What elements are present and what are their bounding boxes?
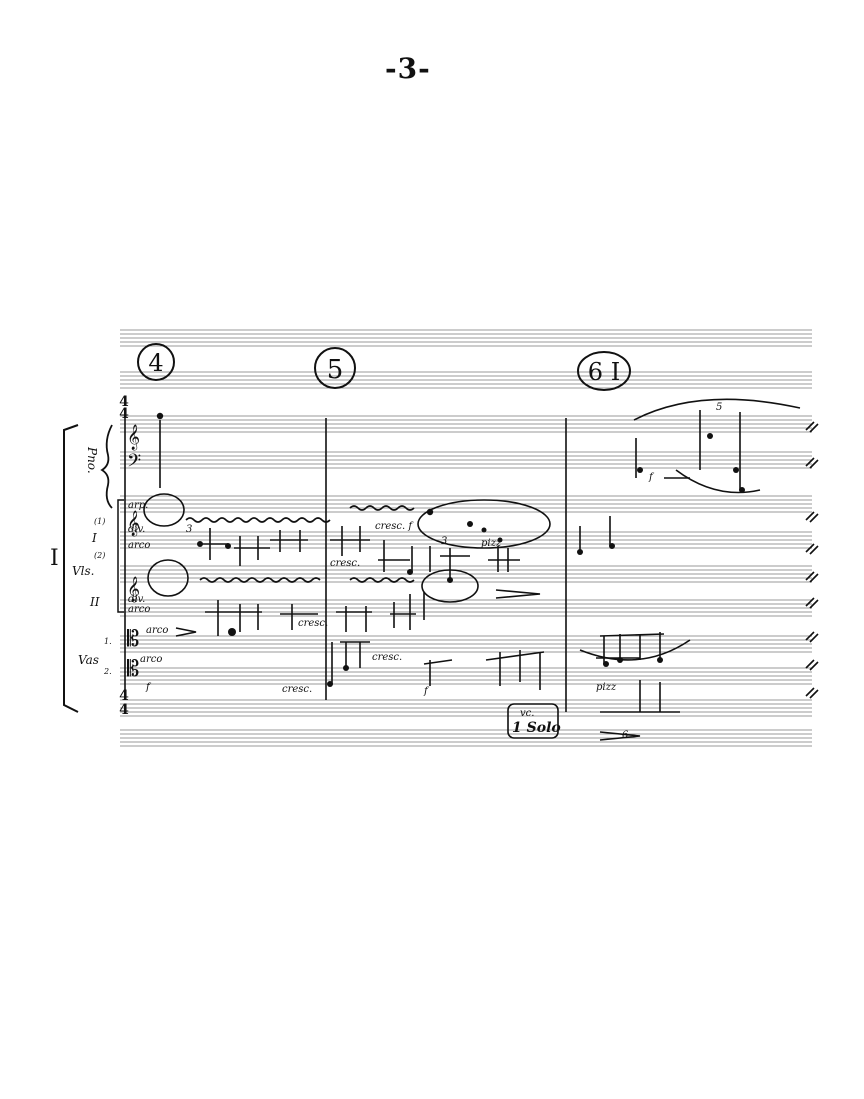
label-viola-1: 1. xyxy=(104,637,112,646)
dir-cresc-3: cresc. xyxy=(330,558,360,569)
tuplet-5: 5 xyxy=(716,402,722,413)
trill-line-2 xyxy=(349,505,415,511)
hairpin-1 xyxy=(175,627,197,637)
rehearsal-mark-6: 6 I xyxy=(577,351,631,391)
trill-line-4 xyxy=(349,577,415,583)
dir-div-2: div. xyxy=(128,594,145,605)
dir-vc: vc. xyxy=(520,708,534,719)
treble-clef-icon: 𝄞 xyxy=(127,424,140,450)
circled-chord-1 xyxy=(143,493,185,527)
piano-brace xyxy=(100,424,113,509)
alto-clef-icon: 𝄡 xyxy=(127,657,139,682)
dir-arco-2: arco xyxy=(128,604,150,615)
time-sig-bottom-lower: 4 xyxy=(119,702,129,718)
hairpin-3 xyxy=(599,731,641,741)
label-violin-1: I xyxy=(91,531,97,545)
label-violins: Vls. xyxy=(72,564,94,578)
rehearsal-mark-6-text: 6 I xyxy=(588,358,620,386)
label-section: I xyxy=(50,546,59,571)
rehearsal-mark-5: 5 xyxy=(314,347,356,389)
dir-f-3: f xyxy=(648,472,655,483)
barlines xyxy=(124,418,567,712)
dir-cresc-4: cresc. xyxy=(372,652,402,663)
time-sig-top-upper: 4 xyxy=(119,394,129,410)
bass-clef-icon: 𝄢 xyxy=(127,451,141,476)
dir-arp: arp. xyxy=(128,500,148,511)
dir-pizz-1: pizz xyxy=(481,538,502,549)
tuplet-3-b: 3 xyxy=(186,524,192,535)
time-sig-bottom-upper: 4 xyxy=(119,406,129,422)
phrase-slur-2 xyxy=(579,639,691,661)
dir-cresc-1: cresc. xyxy=(298,618,328,629)
section-bracket xyxy=(63,424,79,713)
noteheads xyxy=(156,412,745,687)
label-violas: Vas xyxy=(78,653,99,667)
trill-line-1 xyxy=(185,517,331,523)
staff-lines xyxy=(120,329,812,747)
phrase-slur-1 xyxy=(633,398,801,421)
label-viola-2: 2. xyxy=(103,667,112,676)
label-piano: Pno. xyxy=(85,446,99,474)
dir-pizz-2: pizz xyxy=(596,682,617,693)
hairpin-2 xyxy=(495,589,541,599)
dir-arco-1: arco xyxy=(128,540,150,551)
trill-line-3 xyxy=(199,577,321,583)
dir-cresc-5: cresc. xyxy=(282,684,312,695)
clefs: 𝄞 𝄢 𝄞 𝄞 𝄡 𝄡 xyxy=(127,424,141,682)
solo-box xyxy=(507,703,559,739)
treble-clef-icon: 𝄞 xyxy=(127,510,140,536)
dir-arco-3: arco xyxy=(146,625,168,636)
label-violin-2-sup: (2) xyxy=(94,551,105,560)
page-number: -3- xyxy=(385,52,431,85)
label-violin-2: II xyxy=(89,595,100,609)
stems xyxy=(159,410,741,712)
tuplet-3-a: 3 xyxy=(441,536,447,547)
circled-chord-2 xyxy=(147,559,189,597)
rehearsal-mark-5-text: 5 xyxy=(327,355,344,385)
treble-clef-icon: 𝄞 xyxy=(127,576,140,602)
notation-marks xyxy=(143,398,819,741)
dir-f-2: f xyxy=(423,686,430,697)
circled-passage-1 xyxy=(417,499,551,549)
continuation-marks xyxy=(805,421,819,699)
directions: arp. div. arco div. arco arco arco cresc… xyxy=(128,402,722,741)
phrase-slur-3 xyxy=(675,469,761,494)
alto-clef-icon: 𝄡 xyxy=(127,627,139,652)
dir-arco-4: arco xyxy=(140,654,162,665)
tuplet-6: 6 xyxy=(622,730,629,741)
dir-cresc-2: cresc. f xyxy=(375,521,414,532)
dir-solo: 1 Solo xyxy=(512,720,561,736)
violins-bracket xyxy=(117,499,124,613)
dir-f-1: f xyxy=(145,682,152,693)
dir-div-1: div. xyxy=(128,524,145,535)
rehearsal-mark-4: 4 xyxy=(137,343,175,381)
rehearsal-mark-4-text: 4 xyxy=(148,349,163,377)
time-sig-top-lower: 4 xyxy=(119,688,129,704)
label-violin-1-sup: (1) xyxy=(94,517,105,526)
